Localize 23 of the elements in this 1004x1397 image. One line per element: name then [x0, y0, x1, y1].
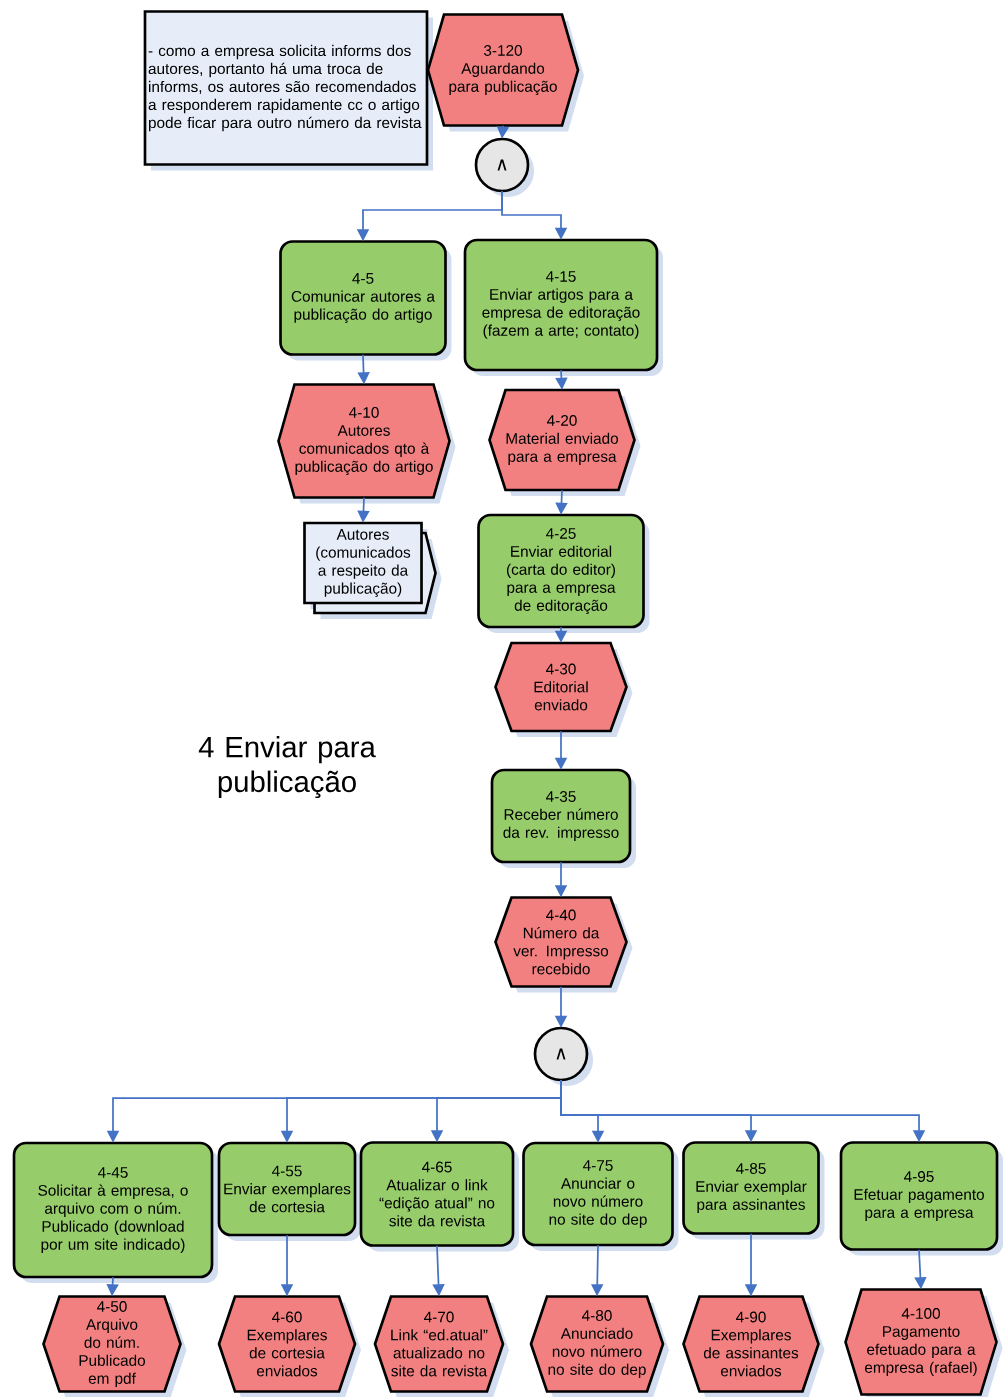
function-box: 4-85 Enviar exemplar para assinantes — [682, 1141, 825, 1240]
event-hexagon: 4-40 Número da ver. Impresso recebido — [494, 896, 633, 993]
event-hexagon: 4-90 Exemplares de assinantes enviados — [682, 1295, 825, 1397]
event-hexagon: 4-20 Material enviado para a empresa — [488, 388, 641, 496]
function-box: 4-15 Enviar artigos para a empresa de editoração (fazem a arte; contato) — [463, 238, 663, 376]
event-hexagon: 4-10 Autores comunicados qto à publicação do artigo — [277, 383, 456, 504]
event-hexagon: 4-30 Editorial enviado — [494, 641, 633, 737]
event-hexagon: 4-80 Anunciado novo número no site do dep — [529, 1295, 669, 1397]
function-box: 4-45 Solicitar à empresa, o arquivo com o núm. Publicado (download por um site indicado) — [12, 1141, 218, 1283]
function-box: 4-75 Anunciar o novo número no site do dep — [522, 1141, 679, 1251]
function-box: 4-35 Receber número da rev. impresso — [490, 768, 636, 868]
function-box: 4-95 Efetuar pagamento para a empresa — [839, 1141, 1003, 1256]
event-hexagon: 4-70 Link “ed.atual” atualizado no site da revista — [373, 1295, 509, 1397]
note-box: - como a empresa solicita informs dos autores, portanto há uma troca de informs, os autores são recomendados a responderem rapidamente cc o artigo pode ficar para outro número da revista — [143, 10, 433, 171]
event-hexagon: 3-120 Aguardando para publicação — [426, 13, 584, 132]
function-box: 4-25 Enviar editorial (carta do editor) para a empresa de editoração — [477, 513, 650, 633]
event-hexagon: 4-100 Pagamento efetuado para a empresa (rafael) — [844, 1288, 1003, 1397]
diagram-title: 4 Enviar para publicação — [198, 735, 376, 799]
function-box: 4-5 Comunicar autores a publicação do artigo — [279, 240, 452, 361]
event-hexagon: 4-60 Exemplares de cortesia enviados — [217, 1295, 361, 1397]
function-box: 4-55 Enviar exemplares de cortesia — [217, 1141, 361, 1241]
event-hexagon: 4-50 Arquivo do núm. Publicado em pdf — [42, 1295, 187, 1397]
function-box: 4-65 Atualizar o link “edição atual” no site da revista — [359, 1141, 519, 1252]
